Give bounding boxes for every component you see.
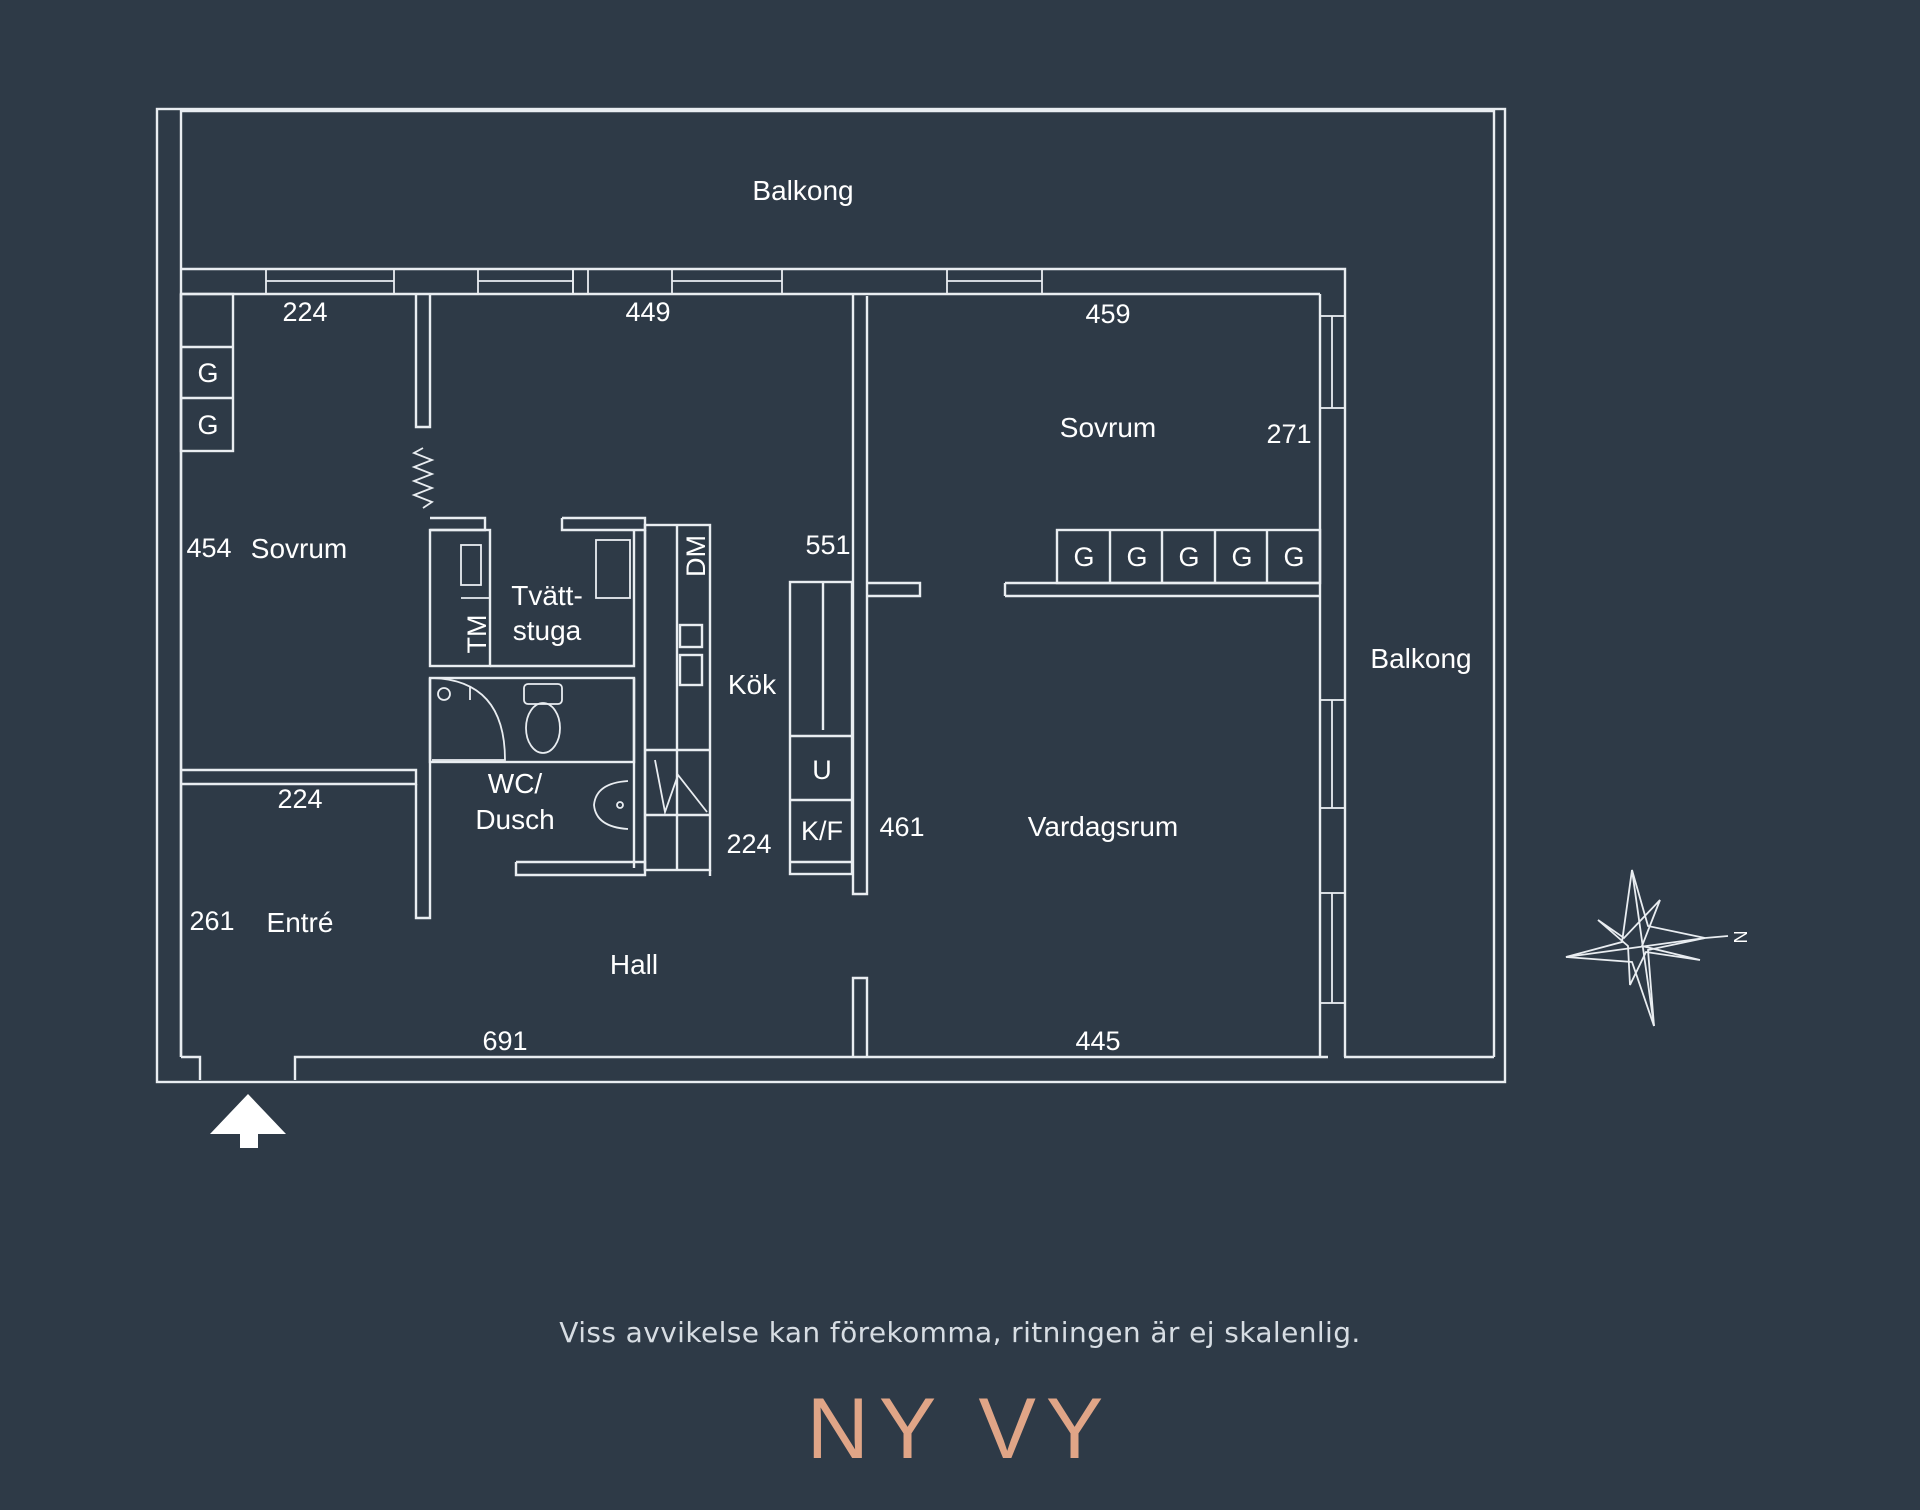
windows-right xyxy=(1319,315,1346,1004)
wardrobe-labels: G G G G G G G xyxy=(197,358,1304,572)
dimension-691: 691 xyxy=(482,1026,527,1056)
dimension-454: 454 xyxy=(186,533,231,563)
wc-fixtures xyxy=(431,677,629,830)
wardrobe-label: G xyxy=(1283,542,1304,572)
disclaimer-text: Viss avvikelse kan förekomma, ritningen … xyxy=(559,1316,1361,1349)
interior-walls xyxy=(179,292,1322,1057)
outer-walls xyxy=(155,107,1507,1084)
oven-label: U xyxy=(812,755,832,785)
dimension-224-entre: 224 xyxy=(277,784,322,814)
entrance-arrow-icon xyxy=(210,1094,286,1148)
room-hall: Hall xyxy=(610,949,658,980)
room-entrance: Entré xyxy=(267,907,334,938)
dimension-261: 261 xyxy=(189,906,234,936)
wardrobe-label: G xyxy=(197,410,218,440)
room-bedroom-right: Sovrum xyxy=(1060,412,1156,443)
fridge-freezer-label: K/F xyxy=(801,816,843,846)
radiator xyxy=(411,447,435,509)
wardrobe-label: G xyxy=(1178,542,1199,572)
room-laundry-line2: stuga xyxy=(513,615,582,646)
building-wall-line xyxy=(179,267,1347,1057)
wardrobe-label: G xyxy=(1073,542,1094,572)
room-laundry-line1: Tvätt- xyxy=(511,580,583,611)
dimension-461: 461 xyxy=(879,812,924,842)
dimension-445: 445 xyxy=(1075,1026,1120,1056)
dimension-224-kitchen: 224 xyxy=(726,829,771,859)
room-kitchen: Kök xyxy=(728,669,777,700)
room-bedroom-left: Sovrum xyxy=(251,533,347,564)
compass-north-label: N xyxy=(1730,931,1750,944)
room-living: Vardagsrum xyxy=(1028,811,1178,842)
wardrobe-label: G xyxy=(1126,542,1147,572)
dishwasher-label: DM xyxy=(681,535,711,577)
room-balcony-right: Balkong xyxy=(1370,643,1471,674)
windows-top xyxy=(265,268,1043,295)
dimension-224-top: 224 xyxy=(282,297,327,327)
laundry-fixtures xyxy=(460,539,631,599)
room-wc-line2: Dusch xyxy=(475,804,554,835)
dimension-459: 459 xyxy=(1085,299,1130,329)
wardrobe-label: G xyxy=(1231,542,1252,572)
washing-machine-label: TM xyxy=(462,615,492,654)
room-wc-line1: WC/ xyxy=(488,768,543,799)
room-balcony-top: Balkong xyxy=(752,175,853,206)
dimension-271: 271 xyxy=(1266,419,1311,449)
dimension-449: 449 xyxy=(625,297,670,327)
wardrobe-label: G xyxy=(197,358,218,388)
brand-logo: NY VY xyxy=(806,1381,1114,1477)
dimension-551: 551 xyxy=(805,530,850,560)
compass-icon xyxy=(1565,869,1729,1027)
